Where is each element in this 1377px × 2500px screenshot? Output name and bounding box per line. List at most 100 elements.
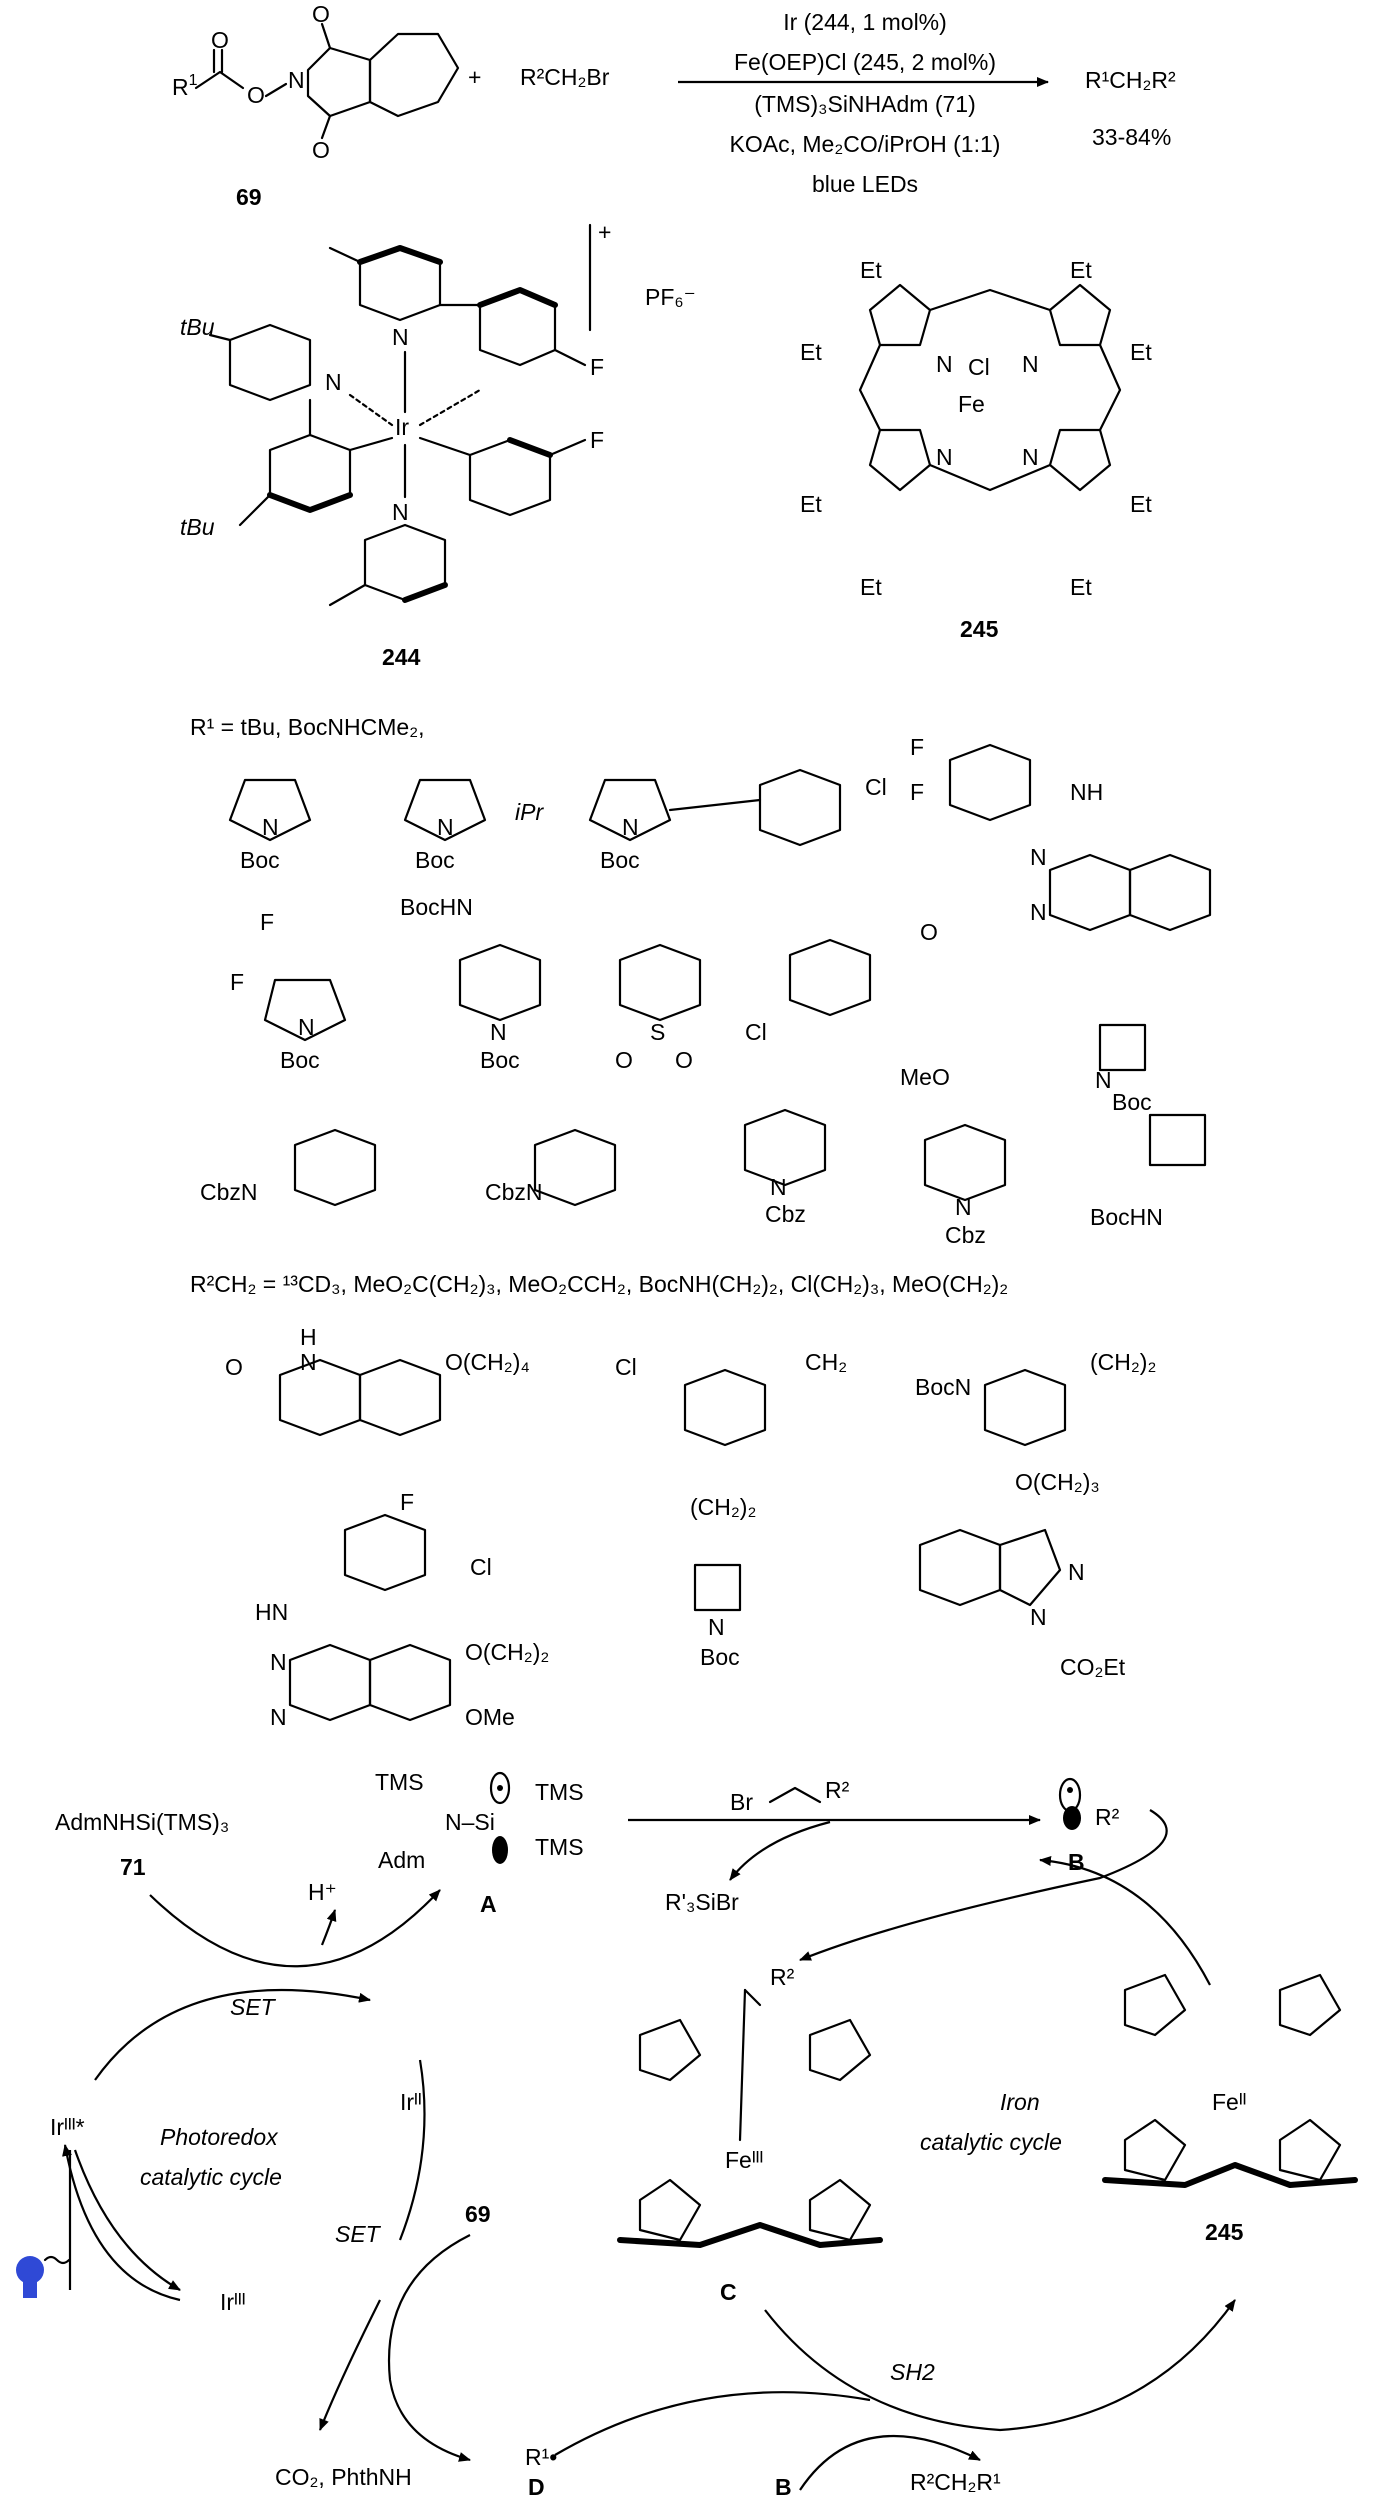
r1-n-5: N [1030, 899, 1047, 925]
mech-h-plus: H⁺ [308, 1879, 337, 1905]
alkyl-radical-dot-icon [1067, 1787, 1073, 1793]
substrate-number: 69 [236, 184, 262, 210]
r1-n-3: N [622, 814, 639, 840]
mech-n-si: N–Si [445, 1809, 495, 1835]
mech-product: R²CH₂R¹ [910, 2469, 1001, 2495]
relaxation-arrow [62, 2144, 181, 2302]
r1-boc-2: Boc [415, 847, 455, 873]
mech-photoredox-1: Photoredox [160, 2124, 279, 2150]
ir-metal: Ir [395, 414, 409, 440]
r2-co2et: CO₂Et [1060, 1654, 1126, 1680]
photoredox-arc-right [398, 2059, 426, 2241]
r1-boc-5: Boc [480, 1047, 520, 1073]
mech-reagent: AdmNHSi(TMS)₃ [55, 1809, 229, 1835]
condition-1: Ir (244, 1 mol%) [783, 9, 947, 35]
r1-n-7: N [490, 1019, 507, 1045]
mech-silyl-bromide: R'₃SiBr [665, 1889, 739, 1915]
r1-n-9: N [770, 1174, 787, 1200]
mech-r2-b: R² [1095, 1804, 1120, 1830]
conditions: Ir (244, 1 mol%) Fe(OEP)Cl (245, 2 mol%)… [678, 9, 1049, 197]
r2-o-ch2-2: O(CH₂)₂ [465, 1639, 549, 1665]
set-reduction-arrow [387, 2234, 471, 2462]
fe-ii-complex: Feᴵᴵ 245 [1102, 1973, 1358, 2245]
r2-bocn: BocN [915, 1374, 971, 1400]
mech-label-b-bottom: B [775, 2474, 792, 2500]
mech-br: Br [730, 1789, 753, 1815]
r1-cbzn-2: CbzN [485, 1179, 543, 1205]
mech-ir-ii: Irᴵᴵ [400, 2089, 422, 2115]
r1-boc-4: Boc [280, 1047, 320, 1073]
r2-boc: Boc [700, 1644, 740, 1670]
substrate-69: R1 O O N O O 69 [172, 1, 460, 210]
r2-ch2-2: (CH₂)₂ [1090, 1349, 1156, 1375]
alkyl-radical-orbital-icon [1058, 1777, 1082, 1813]
radical-capture-arrow [799, 1809, 1168, 1962]
fe-et-5: Et [800, 491, 822, 517]
r1-boc-1: Boc [240, 847, 280, 873]
condition-4: KOAc, Me₂CO/iPrOH (1:1) [730, 131, 1001, 157]
r1-n-1: N [262, 814, 279, 840]
ir-n-left: N [325, 369, 342, 395]
mech-r2-top: R² [825, 1777, 850, 1803]
r1-ipr: iPr [515, 799, 544, 825]
mech-label-a: A [480, 1891, 497, 1917]
ir-tbu-bottom: tBu [180, 514, 215, 540]
r1-s: S [650, 1019, 665, 1045]
photoredox-arc-top [94, 1989, 371, 2081]
carbonyl-o: O [211, 27, 229, 53]
r2-o-ch2-4: O(CH₂)₄ [445, 1349, 530, 1375]
r1-cl-2: Cl [745, 1019, 767, 1045]
fe-metal: Fe [958, 391, 985, 417]
ir-catalyst-244: + PF₆⁻ Ir N F tBu N tBu N [180, 219, 696, 670]
r2-n-4: N [708, 1614, 725, 1640]
mech-adm: Adm [378, 1847, 425, 1873]
mech-fe-number: 245 [1205, 2219, 1244, 2245]
condition-3: (TMS)₃SiNHAdm (71) [754, 91, 976, 117]
radical-orbital-top-icon [489, 1771, 511, 1805]
r2-n-5: N [1068, 1559, 1085, 1585]
silylbromide-arrow [729, 1820, 831, 1881]
r2-ch2: CH₂ [805, 1349, 847, 1375]
r1-structures: N Boc N Boc iPr N Boc Cl F F NH N N F F … [200, 734, 1212, 1248]
r1-n-2: N [437, 814, 454, 840]
r1-o-1: O [615, 1047, 633, 1073]
mech-fe-iii: Feᴵᴵᴵ [725, 2147, 763, 2173]
r2-o: O [225, 1354, 243, 1380]
r1-f-3: F [260, 909, 274, 935]
radical-dot-icon [497, 1785, 503, 1791]
mech-fe-ii: Feᴵᴵ [1212, 2089, 1247, 2115]
r2-cl: Cl [615, 1354, 637, 1380]
fe-number: 245 [960, 616, 999, 642]
r1-boc-3: Boc [600, 847, 640, 873]
mech-tms-3: TMS [535, 1834, 584, 1860]
fe-et-7: Et [860, 574, 882, 600]
ir-tbu-top: tBu [180, 314, 215, 340]
r1-f-2: F [910, 779, 924, 805]
fe-et-1: Et [860, 257, 882, 283]
fe-et-6: Et [1130, 491, 1152, 517]
r1-f-4: F [230, 969, 244, 995]
fe-et-3: Et [800, 339, 822, 365]
mech-tms-1: TMS [375, 1769, 424, 1795]
r2-n-6: N [1030, 1604, 1047, 1630]
r2-ome: OMe [465, 1704, 515, 1730]
sh2-arrow [764, 2299, 1236, 2432]
r1-n-8: N [1095, 1067, 1112, 1093]
ir-n-top: N [392, 324, 409, 350]
r1-scope-header: R¹ = tBu, BocNHCMe₂, [190, 714, 425, 740]
ir-f-2: F [590, 427, 604, 453]
alkyl-bromide: R²CH₂Br [520, 64, 610, 90]
mech-byproducts: CO₂, PhthNH [275, 2464, 412, 2490]
r2-hn: HN [255, 1599, 288, 1625]
excitation-arrow [73, 2149, 181, 2291]
mech-sh2: SH2 [890, 2359, 935, 2385]
fe-n-2: N [1022, 351, 1039, 377]
mech-photoredox-2: catalytic cycle [140, 2164, 282, 2190]
ir-charge: + [598, 219, 611, 245]
r2-scope-header: R²CH₂ = ¹³CD₃, MeO₂C(CH₂)₃, MeO₂CCH₂, Bo… [190, 1271, 1008, 1297]
r1-bochn: BocHN [400, 894, 473, 920]
product: R¹CH₂R² [1085, 67, 1176, 93]
fe-iii-complex: R² Feᴵᴵᴵ C [617, 1964, 883, 2305]
mech-substrate-number: 69 [465, 2201, 491, 2227]
fe-et-8: Et [1070, 574, 1092, 600]
